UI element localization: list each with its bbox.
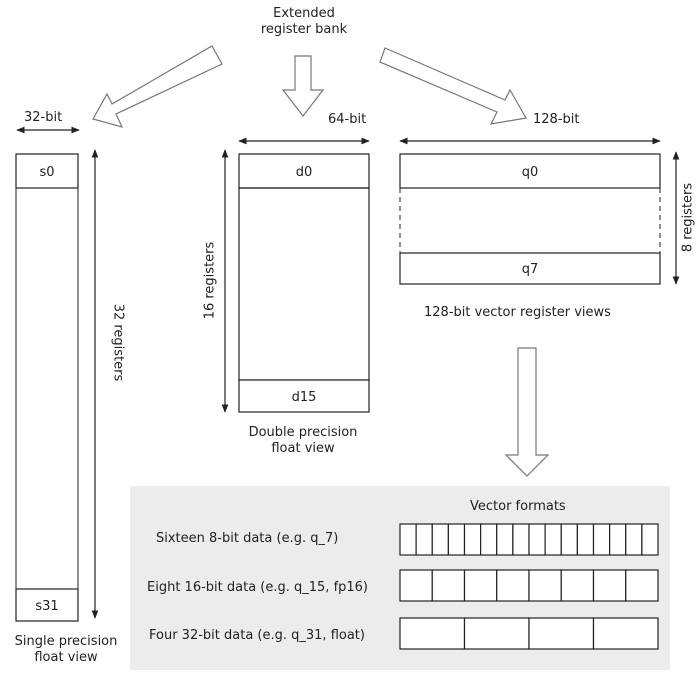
- reg-q7-label: q7: [522, 262, 539, 277]
- vector-lane-row1-lane13: [592, 523, 611, 556]
- single-caption-line1: Single precision: [14, 634, 118, 649]
- vector-lane-row3-lane2: [463, 617, 530, 650]
- vector-lane-row1-lane3: [431, 523, 449, 556]
- single-precision-column: [15, 126, 99, 622]
- vector-lane-row1-lane4: [447, 523, 466, 556]
- vector-lane-row2-lane6: [560, 569, 595, 602]
- vector-row-label-8bit: Sixteen 8-bit data (e.g. q_7): [156, 531, 339, 546]
- register-bank-title-line1: Extended: [273, 6, 335, 21]
- reg-q0-label: q0: [522, 165, 539, 180]
- quad-column: [399, 137, 680, 285]
- double-caption-line2: float view: [271, 441, 335, 456]
- quad-count-label: 8 registers: [680, 182, 696, 253]
- vector-formats-title: Vector formats: [470, 499, 566, 514]
- vector-lane-row1-lane1: [399, 523, 417, 556]
- vector-lane-row1-lane9: [528, 523, 546, 556]
- vector-lane-row2-lane1: [399, 569, 433, 602]
- vector-lane-row1-lane15: [625, 523, 643, 556]
- vector-lane-row1-lane16: [641, 523, 659, 556]
- double-width-label: 64-bit: [328, 112, 367, 127]
- single-width-label: 32-bit: [24, 110, 63, 125]
- double-precision-column: [221, 137, 370, 413]
- vector-lane-row1-lane10: [544, 523, 562, 556]
- vector-lane-row1-lane5: [463, 523, 482, 556]
- vector-lane-row1-lane6: [480, 523, 498, 556]
- vector-lane-row1-lane2: [415, 523, 433, 556]
- double-count-label: 16 registers: [202, 241, 218, 320]
- vector-lane-row3-lane1: [399, 617, 466, 650]
- vector-lanes: [399, 523, 659, 650]
- vector-lane-row1-lane12: [576, 523, 595, 556]
- block-arrow-down-vector: [504, 347, 550, 477]
- reg-s0-label: s0: [39, 165, 54, 180]
- vector-lane-row3-lane4: [592, 617, 659, 650]
- single-caption-line2: float view: [34, 650, 98, 665]
- block-arrow-right: [379, 47, 527, 125]
- double-caption-line1: Double precision: [248, 425, 358, 440]
- vector-lane-row3-lane3: [528, 617, 595, 650]
- vector-lane-row2-lane5: [528, 569, 562, 602]
- vector-row-label-32bit: Four 32-bit data (e.g. q_31, float): [149, 628, 365, 643]
- vector-lane-row1-lane7: [496, 523, 514, 556]
- single-count-label: 32 registers: [110, 303, 126, 382]
- vector-lane-row2-lane4: [496, 569, 530, 602]
- vector-lane-row1-lane8: [512, 523, 530, 556]
- register-bank-title: Extended register bank: [252, 6, 356, 38]
- vector-lane-row2-lane7: [592, 569, 627, 602]
- double-caption: Double precision float view: [218, 425, 388, 457]
- reg-s31-label: s31: [35, 599, 58, 614]
- quad-caption: 128-bit vector register views: [424, 305, 611, 320]
- vector-lane-row2-lane8: [625, 569, 659, 602]
- vector-lane-row2-lane2: [431, 569, 466, 602]
- vector-lane-row1-lane14: [609, 523, 627, 556]
- vector-lane-row2-lane3: [463, 569, 498, 602]
- single-caption: Single precision float view: [0, 634, 132, 666]
- block-arrow-down: [281, 55, 325, 117]
- vector-row-label-16bit: Eight 16-bit data (e.g. q_15, fp16): [147, 580, 369, 595]
- register-bank-title-line2: register bank: [260, 22, 348, 37]
- block-arrow-left: [92, 45, 223, 128]
- reg-d0-label: d0: [296, 165, 313, 180]
- quad-width-label: 128-bit: [533, 112, 580, 127]
- vector-lane-row1-lane11: [560, 523, 578, 556]
- reg-d15-label: d15: [292, 390, 317, 405]
